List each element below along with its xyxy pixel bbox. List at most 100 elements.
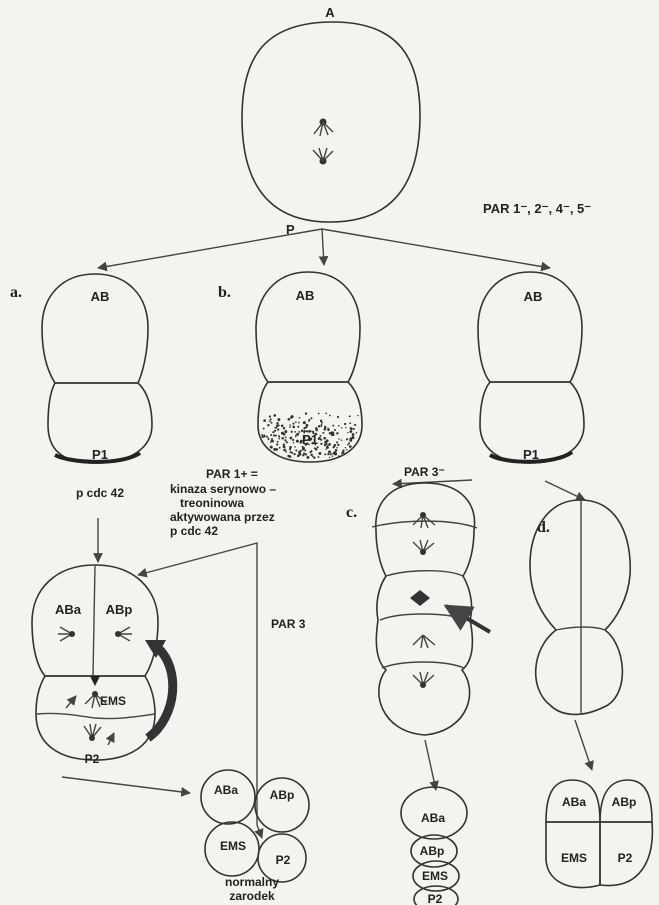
speckle-dot (329, 457, 330, 458)
par1-description: PAR 1+ = kinaza serynowo – treoninowa ak… (170, 467, 276, 538)
speckle-dot (279, 447, 281, 449)
speckle-dot (349, 445, 352, 448)
speckle-dot (330, 453, 332, 455)
panel-c: c. ABa ABp EMS P2 (346, 483, 490, 905)
abp-cell (255, 778, 309, 832)
speckle-dot (272, 440, 274, 442)
par-mutants-label: PAR 1⁻, 2⁻, 4⁻, 5⁻ (483, 201, 591, 216)
speckle-dot (334, 429, 336, 431)
d-ems-label: EMS (561, 851, 587, 865)
par1-line1: kinaza serynowo – (170, 482, 276, 496)
speckle-dot (328, 443, 331, 446)
speckle-dot (285, 436, 287, 438)
speckle-dot (337, 416, 339, 418)
panel-b-label: b. (218, 284, 231, 301)
ab-label-b: AB (296, 288, 315, 303)
abp-label: ABp (106, 602, 133, 617)
speckle-dot (320, 439, 322, 441)
speckle-dot (271, 422, 273, 424)
speckle-dot (324, 428, 327, 431)
speckle-dot (283, 427, 285, 429)
speckle-dot (324, 426, 326, 428)
speckle-dot (350, 427, 353, 430)
par1-line4: p cdc 42 (170, 524, 218, 538)
panel-b-two-cell: b. AB P1 (218, 272, 362, 462)
speckle-dot (356, 432, 358, 434)
branch-arrows (98, 229, 550, 268)
normal-label-1: normalny (225, 875, 279, 889)
speckle-dot (273, 448, 276, 451)
panel-a-two-cell: a. AB P1 p cdc 42 (10, 274, 152, 562)
speckle-dot (278, 424, 279, 425)
speckle-dot (330, 432, 333, 435)
speckle-dot (261, 434, 263, 436)
speckle-dot (318, 425, 321, 428)
speckle-dot (299, 453, 302, 456)
par1-line2: treoninowa (180, 496, 244, 510)
speckle-dot (294, 431, 296, 433)
speckle-dot (308, 420, 310, 422)
speckle-dot (315, 448, 318, 451)
speckle-dot (357, 415, 358, 416)
speckle-dot (267, 424, 269, 426)
ab-label-r: AB (524, 289, 543, 304)
speckle-dot (310, 454, 312, 456)
speckle-dot (325, 413, 327, 415)
to-normal-arrow (62, 777, 190, 793)
speckle-dot (289, 448, 291, 450)
speckle-dot (277, 428, 279, 430)
speckle-dot (292, 439, 294, 441)
speckle-dot (354, 424, 356, 426)
speckle-dot (298, 431, 300, 433)
speckle-dot (327, 453, 329, 455)
speckle-dot (303, 421, 306, 424)
speckle-dot (289, 451, 291, 453)
speckle-dot (352, 433, 355, 436)
speckle-dot (349, 430, 352, 433)
speckle-dot (277, 418, 280, 421)
speckle-dot (348, 442, 350, 444)
par3-label: PAR 3 (271, 617, 306, 631)
speckle-dot (342, 451, 345, 454)
ems-label-n: EMS (220, 839, 246, 853)
normal-embryo: ABa ABp EMS P2 normalny zarodek (201, 770, 309, 903)
c-aba-label: ABa (421, 811, 445, 825)
speckle-dot (313, 456, 315, 458)
speckle-dot (270, 441, 271, 442)
speckle-dot (281, 437, 284, 440)
speckle-dot (281, 432, 284, 435)
spindles-a (58, 627, 132, 745)
speckle-dot (349, 437, 352, 440)
speckle-dot (333, 444, 336, 447)
speckle-dot (286, 441, 288, 443)
panel-c-label: c. (346, 504, 357, 521)
zygote: A P (242, 5, 420, 237)
speckle-dot (289, 424, 291, 426)
speckle-dot (276, 422, 278, 424)
speckle-dot (289, 437, 292, 440)
speckle-dot (289, 455, 292, 458)
speckle-dot (346, 438, 348, 440)
speckle-dot (289, 446, 292, 449)
p1-label-b: P1 (302, 432, 318, 447)
speckle-dot (328, 450, 331, 453)
speckle-dot (263, 435, 265, 437)
speckle-dot (299, 417, 301, 419)
par1-title: PAR 1+ = (206, 467, 258, 481)
speckle-dot (293, 442, 295, 444)
speckle-dot (285, 451, 287, 453)
d-aba-label: ABa (562, 795, 586, 809)
c-p2-label: P2 (428, 892, 443, 905)
speckle-dot (302, 448, 305, 451)
speckle-dot (268, 439, 270, 441)
speckle-dot (274, 414, 277, 417)
speckle-dot (323, 437, 326, 440)
speckle-dot (263, 428, 265, 430)
aba-cell (201, 770, 255, 824)
label-a-anterior: A (325, 5, 335, 20)
speckle-dot (349, 415, 351, 417)
speckle-dot (305, 412, 307, 414)
speckle-dot (278, 435, 280, 437)
speckle-dot (272, 431, 274, 433)
